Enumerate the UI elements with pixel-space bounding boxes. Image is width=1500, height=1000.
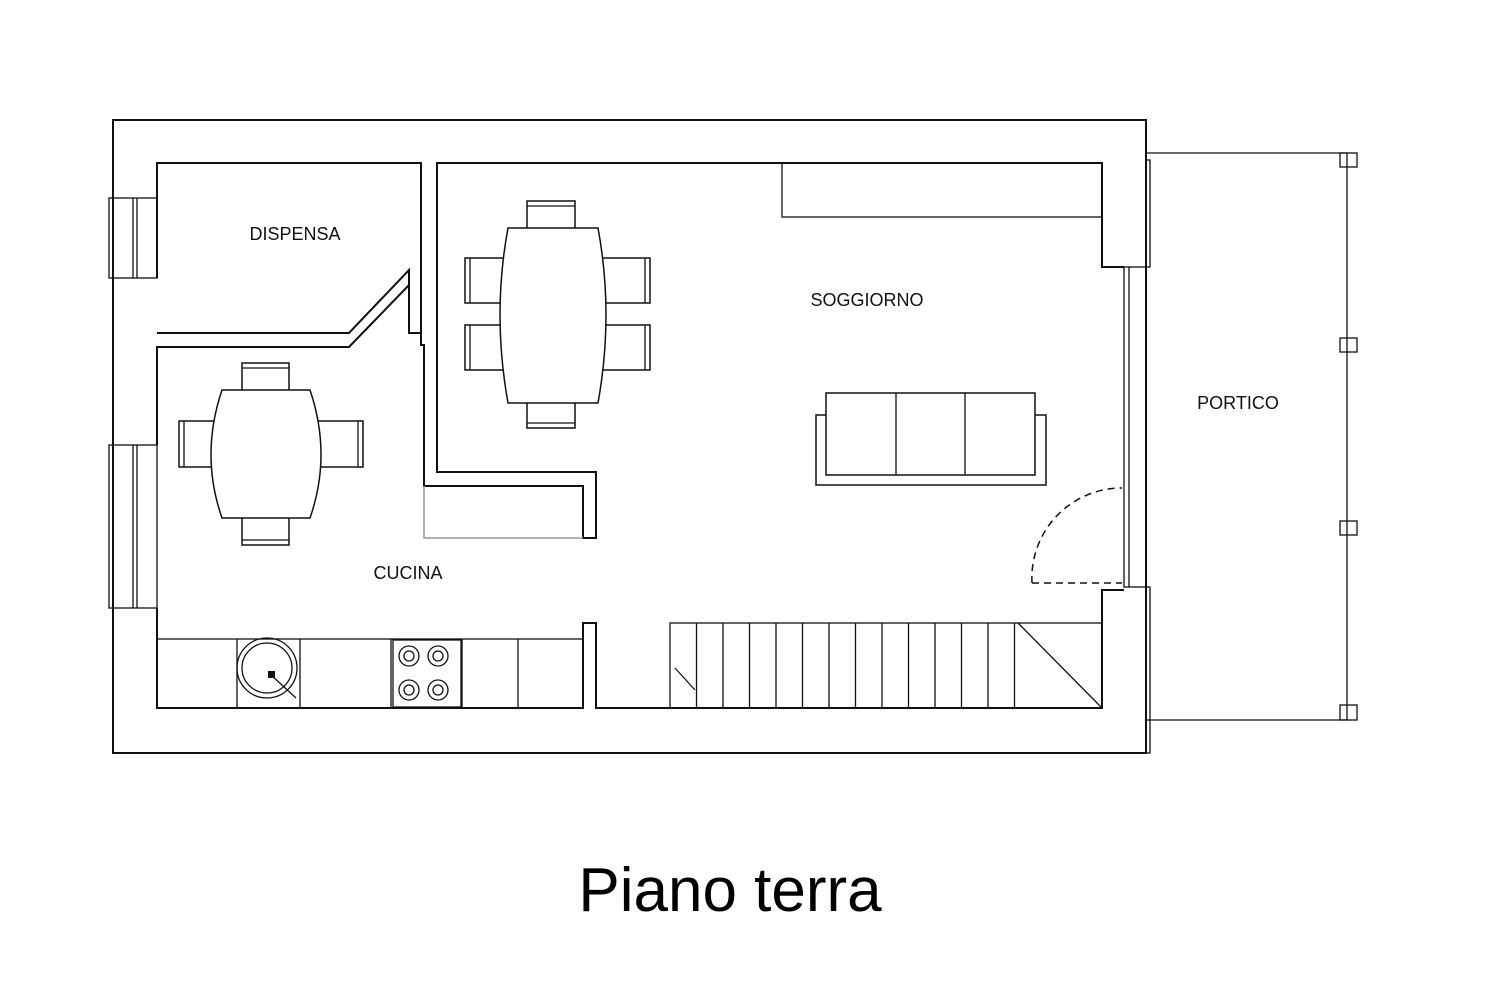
window-cucina bbox=[108, 444, 158, 609]
room-label-soggiorno: SOGGIORNO bbox=[810, 290, 923, 310]
chair bbox=[601, 324, 651, 371]
kitchen-counter bbox=[156, 638, 584, 709]
stove-icon bbox=[392, 639, 462, 708]
chair bbox=[601, 257, 651, 304]
dispensa-walls bbox=[156, 162, 422, 445]
room-label-portico: PORTICO bbox=[1197, 393, 1279, 413]
dining-table-soggiorno bbox=[464, 200, 651, 429]
portico bbox=[1146, 152, 1358, 721]
staircase bbox=[669, 622, 1103, 709]
partition-walls bbox=[420, 162, 1124, 539]
bottom-inner-walls bbox=[156, 589, 1124, 709]
dining-table-cucina bbox=[178, 362, 364, 546]
chair bbox=[315, 420, 364, 468]
sink-icon bbox=[236, 637, 298, 699]
door-swing bbox=[1031, 487, 1123, 584]
sofa bbox=[815, 392, 1047, 486]
room-label-dispensa: DISPENSA bbox=[249, 224, 340, 244]
room-label-cucina: CUCINA bbox=[373, 563, 442, 583]
portico-glazing bbox=[1123, 159, 1151, 754]
window-dispensa bbox=[108, 197, 158, 279]
plan-caption: Piano terra bbox=[578, 856, 882, 925]
